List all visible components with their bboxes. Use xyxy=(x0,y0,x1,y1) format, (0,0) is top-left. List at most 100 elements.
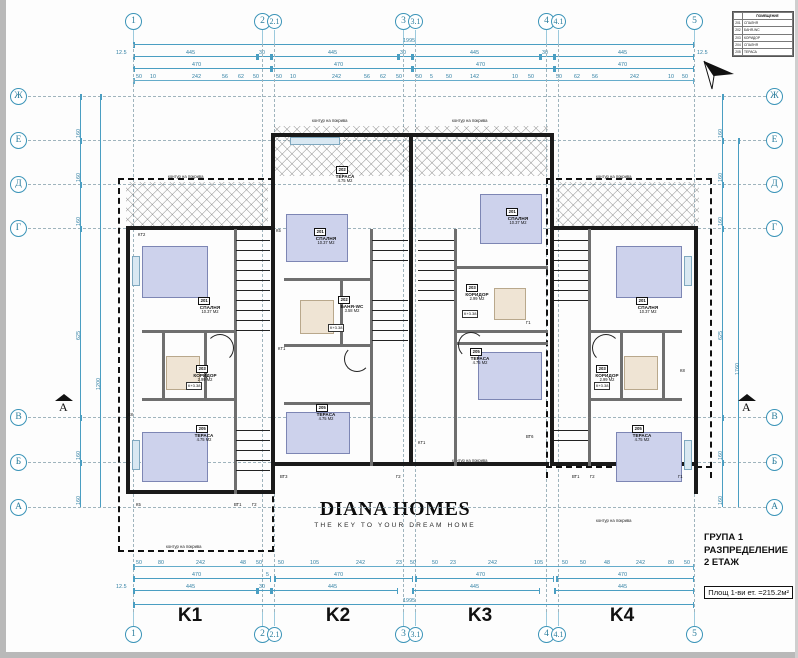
building-outline-right xyxy=(546,178,712,478)
room-area: 4.75 М2 xyxy=(634,437,650,443)
roof-contour-label-2: контур на покрива xyxy=(312,118,348,123)
grid-bubble-left-a[interactable]: А xyxy=(10,499,27,516)
dim-line xyxy=(554,53,694,60)
door-tag-k4-k5: К8 xyxy=(680,368,685,373)
grid-bubble-top-4-1[interactable]: 4.1 xyxy=(551,14,566,29)
dim-bottom-inner-15: 50 xyxy=(580,560,587,566)
legend-row-name: БАНЯ-WC xyxy=(742,26,793,35)
dim-line xyxy=(412,53,540,60)
room-area: 10.37 М2 xyxy=(201,309,219,315)
dim-bottom-inner-0: 50 xyxy=(136,560,143,566)
door-tag-k1-kt2: КТ2 xyxy=(138,232,146,237)
dim-bottom-outer-0: 12.5 xyxy=(116,584,127,590)
stair-tread xyxy=(418,270,454,271)
door-tag-k1-vt1: ВТ1 xyxy=(234,502,242,507)
wall-partition-k2-3 xyxy=(284,402,370,405)
dim-line xyxy=(133,53,257,60)
room-label-k4-bed2: ТЕРАСА 4.75 М2 xyxy=(614,433,670,443)
room-name: СПАЛНЯ xyxy=(507,216,529,221)
dim-bottom-inner-12: 242 xyxy=(488,560,498,566)
legend-row-num: 202 xyxy=(733,26,743,35)
window-k4-east-1 xyxy=(684,256,692,286)
dim-right-total: 1760 xyxy=(735,362,741,375)
room-area: 10.37 М2 xyxy=(509,220,527,226)
dim-bottom-mid-1: 5 xyxy=(266,572,270,578)
grid-bubble-right-zh[interactable]: Ж xyxy=(766,88,783,105)
grid-bubble-bottom-3-1[interactable]: 3.1 xyxy=(408,627,423,642)
grid-bubble-right-a[interactable]: А xyxy=(766,499,783,516)
room-area: 3.58 М2 xyxy=(344,308,360,314)
dim-line-v xyxy=(79,93,82,140)
dim-bottom-inner-16: 48 xyxy=(604,560,611,566)
dim-top-inner-21: 62 xyxy=(574,74,581,80)
stair-tread xyxy=(554,240,588,241)
stair-tread xyxy=(372,300,408,301)
door-swing-k1 xyxy=(206,334,234,362)
dim-line xyxy=(271,587,398,594)
wall-party-k1-k2-lower xyxy=(271,229,275,494)
dim-top-span-line xyxy=(133,41,694,48)
dim-bottom-mid-2: 470 xyxy=(334,572,344,578)
grid-bubble-left-b[interactable]: Б xyxy=(10,454,27,471)
dim-top-inner-9: 56 xyxy=(364,74,371,80)
room-number-k2-bath: 202 xyxy=(338,296,351,304)
door-tag-k3-t2: КТ1 xyxy=(418,440,426,445)
wall-exterior-north-k4 xyxy=(554,226,698,230)
window-k4-east-2 xyxy=(684,440,692,470)
dim-line-v xyxy=(721,414,724,462)
wall-partition-k4-4 xyxy=(662,332,665,398)
grid-bubble-right-g[interactable]: Г xyxy=(766,220,783,237)
grid-bubble-top-3-1[interactable]: 3.1 xyxy=(408,14,423,29)
grid-bubble-top-3[interactable]: 3 xyxy=(395,13,412,30)
grid-bubble-bottom-5[interactable]: 5 xyxy=(686,626,703,643)
grid-bubble-bottom-1[interactable]: 1 xyxy=(125,626,142,643)
dim-bottom-inner-19: 50 xyxy=(684,560,691,566)
grid-bubble-top-2-1[interactable]: 2.1 xyxy=(267,14,282,29)
dim-top-inner-23: 242 xyxy=(630,74,640,80)
grid-bubble-top-5[interactable]: 5 xyxy=(686,13,703,30)
stair-tread xyxy=(372,320,408,321)
grid-bubble-bottom-2-1[interactable]: 2.1 xyxy=(267,627,282,642)
stair-tread xyxy=(236,240,270,241)
grid-bubble-right-b[interactable]: Б xyxy=(766,454,783,471)
bed-k1-north xyxy=(142,246,208,298)
grid-bubble-top-1[interactable]: 1 xyxy=(125,13,142,30)
dim-line xyxy=(540,53,554,60)
roof-hatch-left xyxy=(126,182,268,228)
stair-tread xyxy=(418,300,454,301)
dim-top-span: 1995 xyxy=(403,38,416,44)
dim-line-v xyxy=(79,414,82,462)
grid-bubble-left-zh[interactable]: Ж xyxy=(10,88,27,105)
stair-tread xyxy=(554,250,588,251)
grid-stem xyxy=(403,30,404,44)
wall-partition-k1-3 xyxy=(162,332,165,398)
dim-top-outer-0: 12.5 xyxy=(116,50,127,56)
dim-top-mid-0: 470 xyxy=(192,62,202,68)
room-number-k4-bed: 201 xyxy=(636,297,649,305)
grid-bubble-left-v[interactable]: В xyxy=(10,409,27,426)
stair-tread xyxy=(236,300,270,301)
apartment-label-k4: K4 xyxy=(609,605,635,626)
dim-bottom-inner-18: 80 xyxy=(668,560,675,566)
grid-bubble-right-v[interactable]: В xyxy=(766,409,783,426)
wall-partition-k4-3 xyxy=(620,332,623,398)
level-tag-k1: К+3.38 xyxy=(186,382,203,390)
grid-bubble-left-d[interactable]: Д xyxy=(10,176,27,193)
room-label-k3-bed: СПАЛНЯ 10.37 М2 xyxy=(492,216,544,226)
dim-bottom-inner-11: 23 xyxy=(450,560,457,566)
grid-bubble-right-d[interactable]: Д xyxy=(766,176,783,193)
dim-top-outer-4: 30 xyxy=(400,50,407,56)
grid-axis-line-1 xyxy=(133,44,134,622)
stair-tread xyxy=(236,460,270,461)
grid-bubble-left-e[interactable]: Е xyxy=(10,132,27,149)
dim-bottom-inner-8: 23 xyxy=(396,560,403,566)
grid-bubble-bottom-4-1[interactable]: 4.1 xyxy=(551,627,566,642)
section-arrow-right xyxy=(738,394,756,401)
dim-line xyxy=(556,575,694,582)
grid-bubble-right-e[interactable]: Е xyxy=(766,132,783,149)
grid-bubble-left-g[interactable]: Г xyxy=(10,220,27,237)
door-tag-k4-k8: Г2 xyxy=(590,474,595,479)
dim-line xyxy=(398,53,412,60)
wall-exterior-north-k2 xyxy=(271,133,409,137)
